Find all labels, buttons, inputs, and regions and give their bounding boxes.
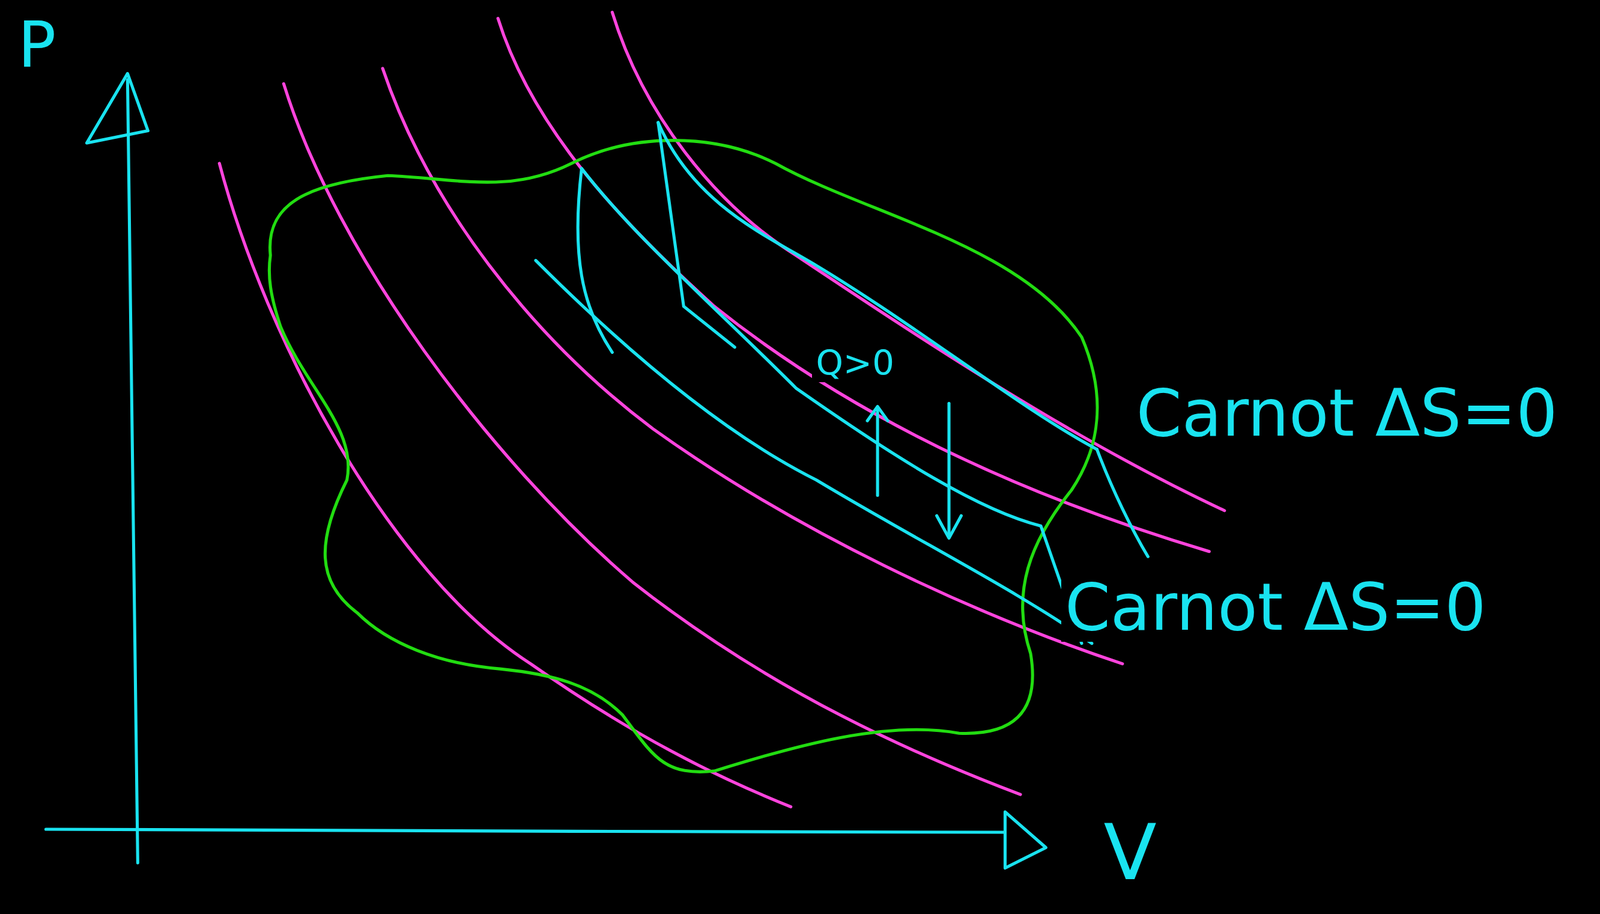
adiabat-segment [577,168,613,352]
isotherm [581,168,1082,643]
adiabat [497,18,1210,552]
v-axis [45,828,1005,832]
adiabat-segment [658,122,735,348]
adiabat-segment [1096,449,1148,557]
axis-label: V [1100,812,1161,892]
cycle-label: Carnot ΔS=0 [1132,379,1562,448]
adiabat [382,68,1123,664]
heat-arrow [947,403,951,536]
heat-arrow [876,408,880,495]
adiabat [283,83,1021,794]
heat-label: Q>0 [812,344,898,382]
heat-arrowhead [936,515,962,538]
isotherm [535,260,1092,643]
axis-label: P [14,12,61,78]
carnot-cycles [535,122,1148,644]
cycle-label: Carnot ΔS=0 [1061,573,1491,642]
p-axis [127,79,138,863]
heat-arrowhead [867,406,888,421]
axes [45,73,1046,868]
adiabats [219,12,1225,807]
v-arrowhead [1004,811,1046,868]
isotherm [658,122,1098,450]
p-arrowhead [86,73,148,143]
cycle-loop [269,140,1098,772]
adiabat [219,163,791,807]
